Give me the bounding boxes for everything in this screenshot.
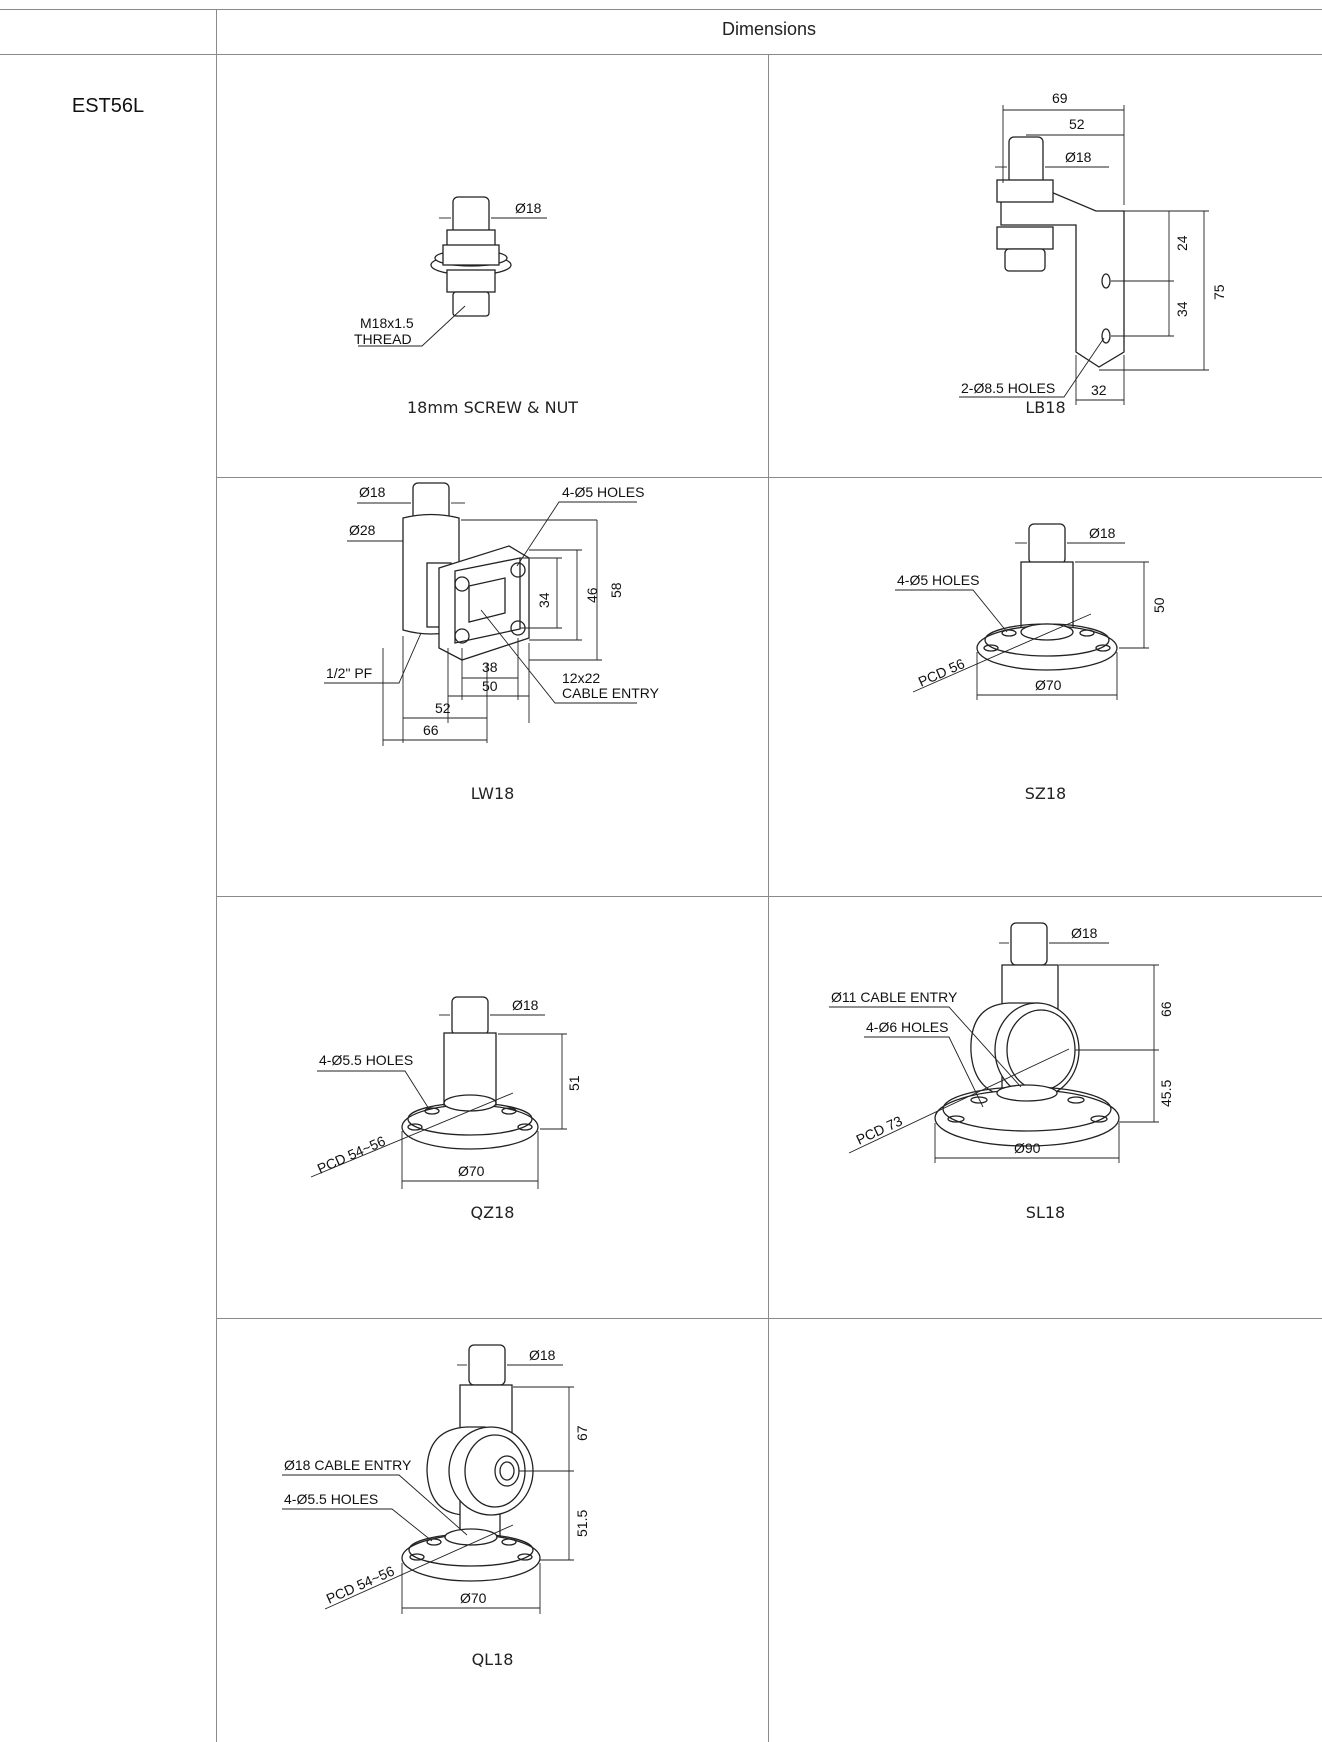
row-divider-2 — [216, 896, 1322, 897]
sz18-dim-50: 50 — [1151, 597, 1167, 613]
sl18-pcd-label: PCD 73 — [854, 1112, 905, 1147]
ql18-drawing: Ø18 67 51.5 Ø18 CABLE ENTRY 4-Ø5.5 HOLES… — [282, 1344, 590, 1614]
caption-lb18: LB18 — [1025, 398, 1066, 417]
lw18-drawing: Ø18 Ø28 4-Ø5 HOLES 34 46 58 1/2" PF 12x2… — [324, 482, 660, 746]
ql18-dim-51: 51.5 — [574, 1510, 590, 1537]
lw18-dim-52: 52 — [435, 700, 451, 716]
caption-screw-nut: 18mm SCREW & NUT — [406, 398, 579, 417]
cell-screw-nut: Ø18 M18x1.5 THREAD 18mm SCREW & NUT — [217, 55, 768, 477]
cell-sz18: Ø18 50 4-Ø5 HOLES PCD 56 Ø70 SZ18 — [769, 478, 1322, 896]
lw18-dim-66: 66 — [423, 722, 439, 738]
center-column-divider — [768, 54, 769, 1742]
screw-nut-drawing: Ø18 M18x1.5 THREAD — [354, 196, 547, 347]
sz18-holes-label: 4-Ø5 HOLES — [897, 572, 979, 588]
ql18-holes-label: 4-Ø5.5 HOLES — [284, 1491, 378, 1507]
sz18-pcd-label: PCD 56 — [916, 655, 967, 690]
sz18-dia-label: Ø18 — [1089, 525, 1116, 541]
sl18-drawing: Ø18 66 45.5 Ø11 CABLE ENTRY 4-Ø6 HOLES P… — [829, 922, 1174, 1163]
caption-sl18: SL18 — [1025, 1203, 1066, 1222]
lb18-holes-label: 2-Ø8.5 HOLES — [961, 380, 1055, 396]
caption-qz18: QZ18 — [470, 1203, 515, 1222]
ql18-pcd-label: PCD 54~56 — [324, 1562, 397, 1606]
lb18-dia-label: Ø18 — [1065, 149, 1092, 165]
caption-ql18: QL18 — [471, 1650, 514, 1669]
lw18-entry-line2: CABLE ENTRY — [562, 685, 660, 701]
table-top-border — [0, 9, 1322, 10]
cell-lb18: 69 52 Ø18 24 34 75 2-Ø8.5 HOLES 32 LB18 — [769, 55, 1322, 477]
lb18-dim-52: 52 — [1069, 116, 1085, 132]
lw18-dia28: Ø28 — [349, 522, 376, 538]
row-divider-1 — [216, 477, 1322, 478]
qz18-holes-label: 4-Ø5.5 HOLES — [319, 1052, 413, 1068]
caption-lw18: LW18 — [470, 784, 515, 803]
sl18-entry-label: Ø11 CABLE ENTRY — [831, 989, 958, 1005]
qz18-dia70: Ø70 — [458, 1163, 485, 1179]
cell-ql18: Ø18 67 51.5 Ø18 CABLE ENTRY 4-Ø5.5 HOLES… — [217, 1319, 768, 1742]
qz18-drawing: Ø18 51 4-Ø5.5 HOLES PCD 54~56 Ø70 — [310, 996, 582, 1189]
cell-qz18: Ø18 51 4-Ø5.5 HOLES PCD 54~56 Ø70 QZ18 — [217, 897, 768, 1318]
lw18-pf-label: 1/2" PF — [326, 665, 372, 681]
lb18-drawing: 69 52 Ø18 24 34 75 2-Ø8.5 HOLES 32 — [959, 90, 1227, 405]
sl18-dim-66: 66 — [1158, 1001, 1174, 1017]
ql18-entry-label: Ø18 CABLE ENTRY — [284, 1457, 412, 1473]
qz18-dim-51: 51 — [566, 1075, 582, 1091]
lw18-dim-46: 46 — [584, 587, 600, 603]
model-column-divider — [216, 9, 217, 1742]
screw-dia-label: Ø18 — [515, 200, 542, 216]
ql18-dia-label: Ø18 — [529, 1347, 556, 1363]
row-divider-3 — [216, 1318, 1322, 1319]
lw18-dim-38: 38 — [482, 659, 498, 675]
lb18-dim-34: 34 — [1174, 301, 1190, 317]
cell-empty — [769, 1319, 1322, 1742]
lw18-dim-34: 34 — [536, 592, 552, 608]
ql18-dim-67: 67 — [574, 1425, 590, 1441]
thread-label-line1: M18x1.5 — [360, 315, 414, 331]
cell-lw18: Ø18 Ø28 4-Ø5 HOLES 34 46 58 1/2" PF 12x2… — [217, 478, 768, 896]
dimensions-header: Dimensions — [721, 19, 817, 39]
lb18-dim-24: 24 — [1174, 235, 1190, 251]
lb18-dim-75: 75 — [1211, 284, 1227, 300]
sz18-drawing: Ø18 50 4-Ø5 HOLES PCD 56 Ø70 — [895, 523, 1167, 700]
qz18-dia-label: Ø18 — [512, 997, 539, 1013]
qz18-pcd-label: PCD 54~56 — [315, 1132, 388, 1176]
sl18-dia90: Ø90 — [1014, 1140, 1041, 1156]
sl18-dia-label: Ø18 — [1071, 925, 1098, 941]
thread-label-line2: THREAD — [354, 331, 412, 347]
model-name: EST56L — [71, 95, 145, 117]
caption-sz18: SZ18 — [1024, 784, 1067, 803]
lw18-holes-label: 4-Ø5 HOLES — [562, 484, 644, 500]
sz18-dia70: Ø70 — [1035, 677, 1062, 693]
cell-sl18: Ø18 66 45.5 Ø11 CABLE ENTRY 4-Ø6 HOLES P… — [769, 897, 1322, 1318]
lw18-dim-50: 50 — [482, 678, 498, 694]
lw18-entry-line1: 12x22 — [562, 670, 600, 686]
header-bottom-border — [0, 54, 1322, 55]
lw18-dia18: Ø18 — [359, 484, 386, 500]
lb18-dim-32: 32 — [1091, 382, 1107, 398]
sl18-holes-label: 4-Ø6 HOLES — [866, 1019, 948, 1035]
lw18-dim-58: 58 — [608, 582, 624, 598]
ql18-dia70: Ø70 — [460, 1590, 487, 1606]
lb18-dim-69: 69 — [1052, 90, 1068, 106]
sl18-dim-45: 45.5 — [1158, 1080, 1174, 1107]
